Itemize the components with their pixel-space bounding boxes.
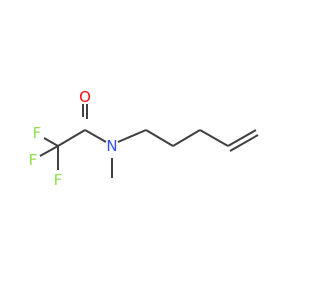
- bond-c2-c3: [172, 129, 201, 147]
- bond-c1-c2: [145, 129, 174, 147]
- atom-f-lower-left-label: F: [29, 151, 38, 169]
- atom-o-label: O: [79, 88, 91, 106]
- bond-c-f-lower-left: [39, 145, 59, 157]
- molecule-structure: O N F F F: [29, 88, 259, 189]
- bond-c3-c4: [199, 129, 229, 147]
- bond-c-cf3: [57, 129, 86, 147]
- atom-f-upper-left-label: F: [33, 124, 42, 142]
- atom-n-label: N: [106, 137, 117, 155]
- bond-alkene-b: [229, 134, 259, 152]
- bond-n-c1: [117, 129, 147, 143]
- bond-c-n: [84, 129, 107, 143]
- atom-f-bottom-label: F: [54, 171, 63, 189]
- bond-c-f-upper-left: [43, 137, 59, 147]
- bond-alkene-a: [227, 129, 257, 147]
